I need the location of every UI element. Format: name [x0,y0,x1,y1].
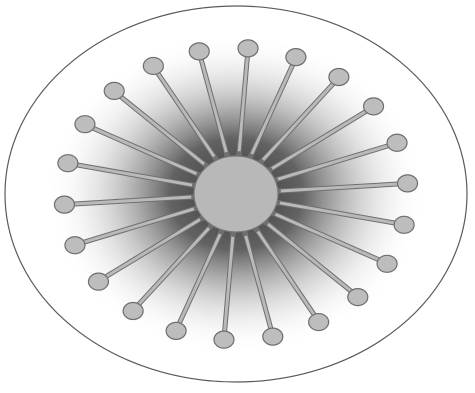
arm-head [329,68,349,85]
arm-head [348,289,368,306]
arm-head [398,175,418,192]
arm-head [58,155,78,172]
arm-head [364,98,384,115]
arm-head [75,116,95,133]
arm-head [189,43,209,60]
arm-head [143,57,163,74]
arm-head [214,331,234,348]
arm-head [263,328,283,345]
arm-head [88,273,108,290]
arm-head [54,196,74,213]
arm-head [166,322,186,339]
central-core [194,156,278,232]
arm-head [377,255,397,272]
arm-head [123,303,143,320]
arm-head [104,82,124,99]
arm-head [309,314,329,331]
arm-head [238,40,258,57]
arm-head [394,216,414,233]
arm-head [387,134,407,151]
arm-head [65,237,85,254]
arm-head [286,49,306,66]
